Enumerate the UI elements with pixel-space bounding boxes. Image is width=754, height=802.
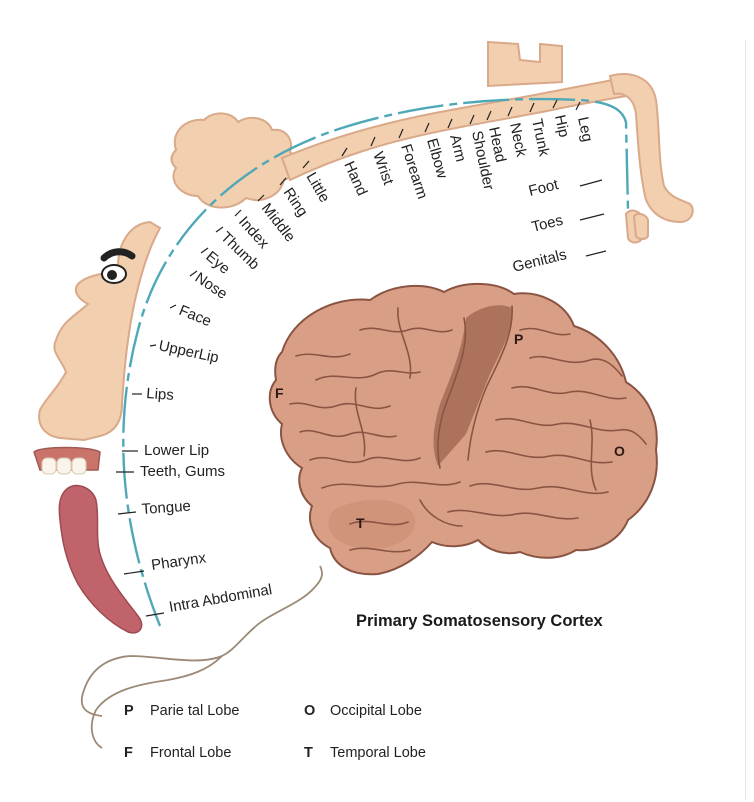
label-leg: Leg	[574, 115, 596, 143]
label-lower-lip: Lower Lip	[144, 442, 209, 459]
label-forearm: Forearm	[397, 142, 431, 201]
brain-illustration: F P O T	[268, 282, 658, 576]
legend-key: P	[124, 703, 134, 719]
brain-letter-occipital: O	[614, 443, 625, 459]
tick-pharynx	[123, 570, 145, 575]
label-tongue: Tongue	[141, 498, 191, 518]
label-hip: Hip	[551, 113, 572, 139]
tick-little	[302, 160, 310, 169]
label-pharynx: Pharynx	[150, 549, 207, 574]
label-elbow: Elbow	[423, 136, 451, 180]
homunculus-face	[38, 220, 162, 442]
brain-letter-temporal: T	[356, 515, 365, 531]
label-intra-abdominal: Intra Abdominal	[168, 581, 274, 616]
label-lips: Lips	[146, 385, 175, 404]
legend-key: O	[304, 703, 316, 719]
tick-index	[234, 209, 242, 217]
legend-name: Parie tal Lobe	[150, 703, 240, 719]
tick-wrist	[370, 136, 376, 147]
tick-upper-lip	[149, 344, 157, 347]
diagram-title: Primary Somatosensory Cortex	[356, 612, 603, 630]
label-face: Face	[177, 302, 214, 330]
legend-name: Occipital Lobe	[330, 703, 422, 719]
tick-nose	[189, 270, 198, 277]
legend-name: Temporal Lobe	[330, 745, 426, 761]
legend-item-temporal: T Temporal Lobe	[304, 745, 426, 761]
legend-item-parietal: P Parie tal Lobe	[124, 703, 239, 719]
label-genitals: Genitals	[511, 246, 569, 276]
tick-eye	[200, 247, 209, 254]
label-teeth-gums: Teeth, Gums	[140, 463, 225, 480]
label-toes: Toes	[530, 212, 565, 236]
tick-arm	[447, 118, 453, 129]
label-upper-lip: UpperLip	[157, 337, 220, 366]
tick-leg	[575, 101, 581, 111]
legend-name: Frontal Lobe	[150, 745, 232, 761]
label-ring: Ring	[280, 185, 311, 220]
label-neck: Neck	[506, 121, 530, 158]
legend-bracket	[80, 565, 323, 749]
tick-genitals	[585, 250, 607, 257]
tick-ring	[279, 177, 287, 186]
brain-letter-parietal: P	[514, 331, 523, 347]
tick-forearm	[398, 128, 404, 139]
tick-toes	[579, 213, 605, 221]
tick-tongue	[117, 511, 137, 515]
label-arm: Arm	[446, 133, 469, 164]
legend-key: F	[124, 745, 133, 761]
tick-elbow	[424, 122, 430, 133]
tick-middle	[257, 194, 265, 202]
label-wrist: Wrist	[369, 150, 397, 188]
homunculus-tongue	[58, 484, 143, 634]
tick-face	[169, 304, 177, 309]
tick-hip	[552, 99, 558, 109]
legend-item-occipital: O Occipital Lobe	[304, 703, 422, 719]
tick-head	[486, 110, 492, 121]
tick-neck	[507, 106, 513, 117]
homunculus-arm-torso	[170, 40, 694, 224]
homunculus-toes	[624, 209, 649, 244]
brain-letter-frontal: F	[275, 385, 284, 401]
label-ticks	[116, 99, 607, 617]
tick-hand	[341, 147, 348, 157]
label-hand: Hand	[340, 159, 370, 199]
tick-shoulder	[469, 114, 475, 125]
label-trunk: Trunk	[528, 117, 553, 158]
tick-thumb	[215, 226, 224, 233]
legend-item-frontal: F Frontal Lobe	[124, 745, 231, 761]
tick-intra-abdominal	[145, 612, 165, 617]
tick-trunk	[529, 102, 535, 113]
label-foot: Foot	[527, 176, 561, 200]
label-little: Little	[303, 170, 334, 206]
tick-foot	[579, 179, 603, 187]
somatosensory-strip	[433, 305, 513, 466]
cortex-arc	[122, 97, 630, 627]
homunculus-teeth	[33, 446, 101, 475]
legend-key: T	[304, 745, 313, 761]
frame-edge	[745, 40, 746, 800]
